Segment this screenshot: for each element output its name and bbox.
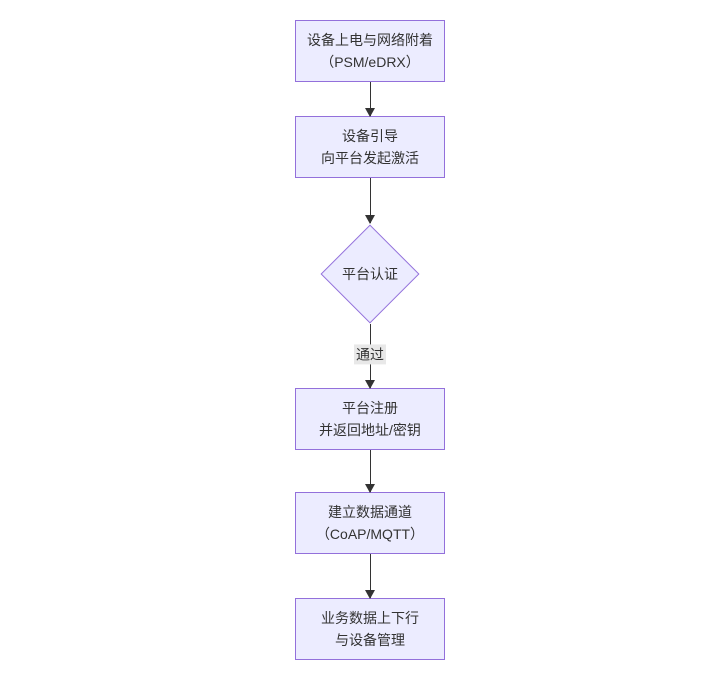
arrowhead-icon [365,484,375,493]
flow-node-platform-register: 平台注册 并返回地址/密钥 [295,388,445,450]
edge-label-pass: 通过 [354,344,386,365]
arrow-down [365,82,375,117]
node-text: 平台认证 [342,265,398,282]
arrow-down [365,450,375,493]
flow-node-business-data: 业务数据上下行 与设备管理 [295,598,445,660]
flow-node-platform-auth: 平台认证 [320,223,421,324]
arrowhead-icon [365,380,375,389]
node-text: 平台注册 [342,400,398,416]
node-text: 向平台发起激活 [321,150,419,166]
node-text: 设备上电与网络附着 [307,32,433,48]
node-text: 建立数据通道 [328,504,412,520]
node-text: （CoAP/MQTT） [315,526,425,542]
flow-node-bootstrap: 设备引导 向平台发起激活 [295,116,445,178]
node-text: 业务数据上下行 [321,610,419,626]
node-text: 设备引导 [342,128,398,144]
arrowhead-icon [365,590,375,599]
arrowhead-icon [365,108,375,117]
flow-node-data-channel: 建立数据通道 （CoAP/MQTT） [295,492,445,554]
flow-node-power-attach: 设备上电与网络附着 （PSM/eDRX） [295,20,445,82]
node-text: （PSM/eDRX） [320,54,420,70]
arrowhead-icon [365,215,375,224]
node-text: 与设备管理 [335,632,405,648]
arrow-down-labeled: 通过 [354,324,386,389]
arrow-down [365,554,375,599]
node-text: 并返回地址/密钥 [319,422,421,438]
flowchart: 设备上电与网络附着 （PSM/eDRX） 设备引导 向平台发起激活 平台认证 通… [295,20,445,660]
arrow-down [365,178,375,224]
